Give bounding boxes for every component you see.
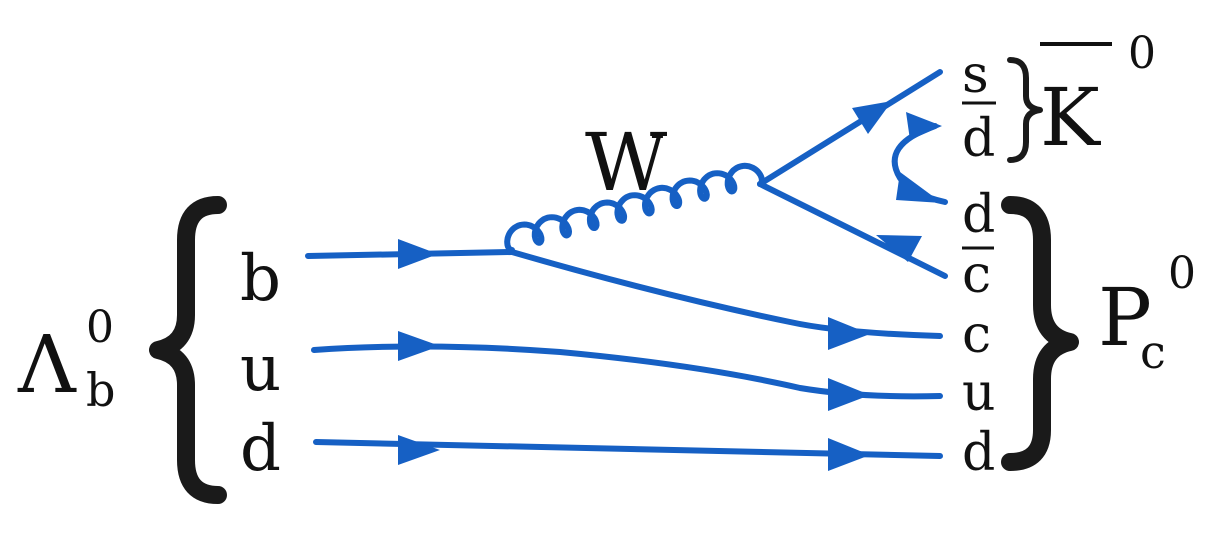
d-pair-upper-arrow — [906, 112, 942, 140]
pentaquark-subscript: c — [1140, 325, 1166, 379]
s-quark-line — [757, 69, 943, 187]
pentaquark-brace — [1001, 196, 1079, 471]
anti-c-quark-arrow — [876, 235, 922, 262]
initial-brace — [149, 196, 227, 504]
initial-particle-superscript: 0 — [86, 302, 114, 353]
initial-quark-b: b — [240, 242, 281, 316]
pc-quark-u: u — [962, 363, 996, 423]
u-quark-arrow — [398, 331, 440, 361]
pentaquark-superscript: 0 — [1168, 248, 1196, 299]
pentaquark-symbol: P — [1098, 271, 1152, 364]
kaon-symbol: K — [1040, 71, 1101, 164]
initial-particle-subscript: b — [86, 363, 115, 417]
b-quark-arrow — [398, 239, 438, 269]
anti-c-quark-line — [757, 181, 948, 279]
d-pair-lower-arrow — [896, 172, 942, 203]
s-quark-arrow — [852, 101, 892, 134]
initial-quark-u: u — [240, 332, 281, 406]
c-quark-arrow — [828, 317, 870, 350]
d-quark-arrow — [398, 435, 440, 465]
pc-quark-cbar: c — [962, 245, 991, 305]
initial-quark-d: d — [240, 412, 281, 486]
kaon-quark-s: s — [962, 45, 989, 105]
w-boson-charge: - — [650, 108, 665, 159]
pc-quark-d: d — [962, 185, 995, 245]
pc-quark-c: c — [962, 305, 991, 365]
initial-particle-symbol: Λ — [17, 318, 77, 411]
d-quark-out-arrow — [828, 438, 870, 471]
kaon-superscript: 0 — [1128, 28, 1156, 79]
kaon-quark-dbar: d — [962, 109, 995, 169]
w-boson-line — [504, 162, 765, 253]
u-quark-out-arrow — [828, 378, 870, 411]
pc-quark-d2: d — [962, 423, 995, 483]
kaon-brace — [1007, 57, 1043, 163]
c-quark-line — [509, 249, 943, 339]
w-boson-label: W — [585, 116, 667, 209]
